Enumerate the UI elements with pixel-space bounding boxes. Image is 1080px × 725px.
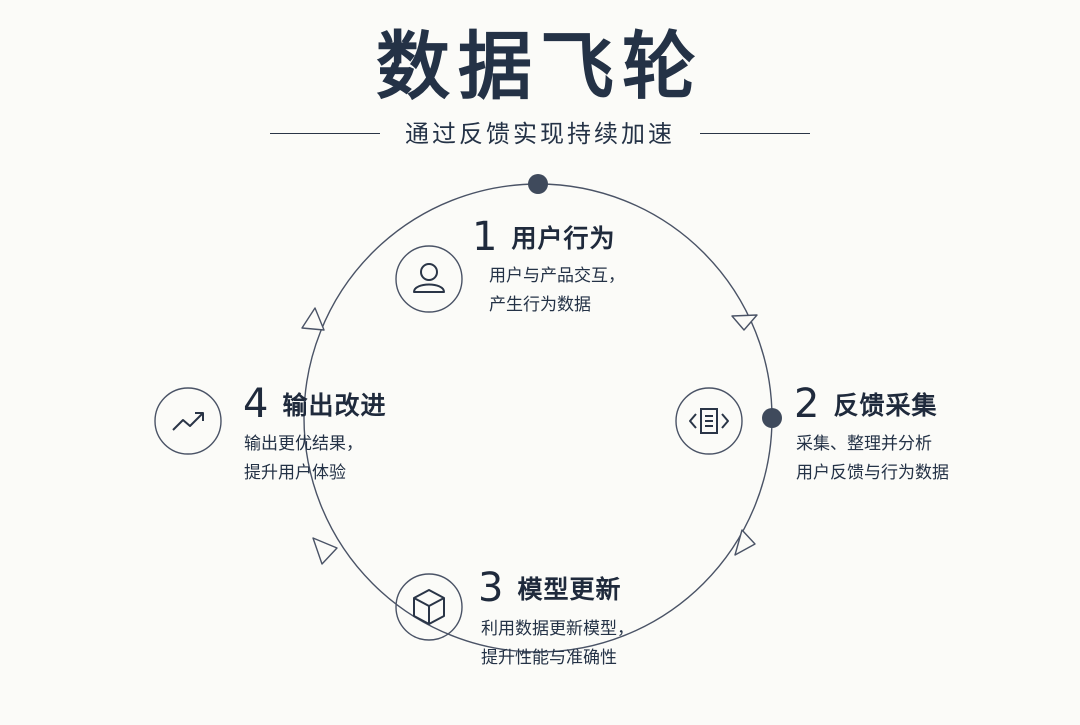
- step-3-title: 模型更新: [517, 575, 622, 604]
- subtitle-rule-right: [700, 133, 810, 134]
- code-document-icon: [674, 386, 744, 456]
- cycle-arrow-lower-left: [312, 537, 338, 565]
- step-4-desc-line: 提升用户体验: [244, 463, 346, 483]
- step-1-title: 用户行为: [511, 224, 616, 253]
- step-3-description: 利用数据更新模型， 提升性能与准确性: [481, 615, 634, 673]
- step-2-desc-line: 用户反馈与行为数据: [796, 463, 949, 483]
- step-2-number: 2: [794, 381, 820, 427]
- step-4-description: 输出更优结果， 提升用户体验: [244, 430, 363, 488]
- subtitle-rule-left: [270, 133, 380, 134]
- cycle-arrow-upper-left: [301, 307, 325, 331]
- step-3-number: 3: [478, 565, 504, 611]
- cube-icon: [394, 572, 464, 642]
- step-2-description: 采集、整理并分析 用户反馈与行为数据: [796, 430, 949, 488]
- step-1-desc-line: 用户与产品交互，: [489, 266, 625, 286]
- page-subtitle: 通过反馈实现持续加速: [405, 120, 675, 148]
- step-2-heading: 2 反馈采集: [794, 381, 937, 427]
- user-icon: [394, 244, 464, 314]
- subtitle-row: 通过反馈实现持续加速: [0, 118, 1080, 150]
- step-3-heading: 3 模型更新: [478, 565, 621, 611]
- step-2-title: 反馈采集: [833, 391, 938, 420]
- cycle-arrow-upper-right: [731, 314, 758, 331]
- step-4-desc-line: 输出更优结果，: [244, 434, 363, 454]
- step-3-desc-line: 提升性能与准确性: [481, 648, 617, 668]
- step-1-heading: 1 用户行为: [472, 214, 615, 260]
- cycle-node-right: [762, 408, 782, 428]
- step-1-description: 用户与产品交互， 产生行为数据: [489, 262, 625, 320]
- page-title: 数据飞轮: [376, 24, 704, 110]
- step-4-number: 4: [243, 381, 269, 427]
- step-4-heading: 4 输出改进: [243, 381, 386, 427]
- cycle-node-top: [528, 174, 548, 194]
- trend-up-icon: [153, 386, 223, 456]
- step-1-desc-line: 产生行为数据: [489, 295, 591, 315]
- step-4-title: 输出改进: [282, 391, 387, 420]
- step-1-number: 1: [472, 214, 498, 260]
- step-3-desc-line: 利用数据更新模型，: [481, 619, 634, 639]
- step-2-desc-line: 采集、整理并分析: [796, 434, 932, 454]
- cycle-arrow-lower-right: [734, 529, 756, 556]
